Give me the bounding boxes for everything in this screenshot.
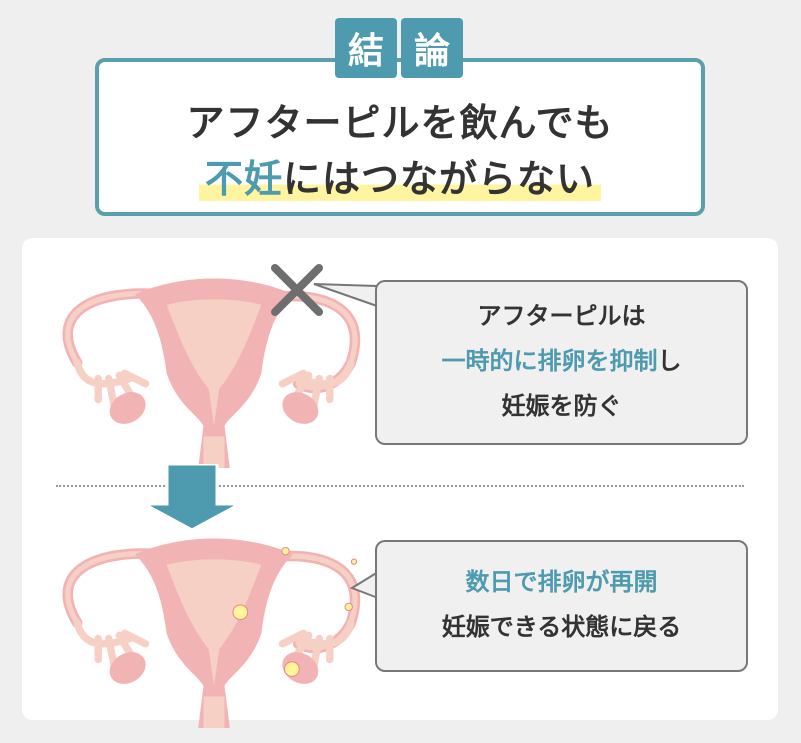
- down-arrow-icon: [143, 464, 241, 532]
- bubble-pointer-top: [313, 283, 378, 307]
- egg-icon: [350, 558, 358, 565]
- cross-mark-icon: [271, 264, 323, 316]
- dotted-divider: [56, 485, 744, 487]
- speech-bubble-top: アフターピルは 一時的に排卵を抑制し 妊娠を防ぐ: [375, 280, 748, 445]
- bubble-top-line-2-rest: し: [657, 347, 682, 375]
- content-card: アフターピルは 一時的に排卵を抑制し 妊娠を防ぐ 数日で排卵が再開 妊娠できる状…: [22, 238, 778, 720]
- title-line-1: アフターピルを飲んでも: [186, 101, 614, 145]
- egg-icon: [232, 604, 249, 621]
- bubble-top-line-1: アフターピルは: [477, 302, 646, 330]
- title-accent: 不妊: [204, 157, 283, 201]
- bubble-top-line-3: 妊娠を防ぐ: [501, 392, 622, 420]
- egg-icon: [283, 661, 300, 677]
- bubble-bottom-line-1: 数日で排卵が再開: [465, 568, 658, 596]
- title-line-2: 不妊にはつながらない: [99, 148, 701, 203]
- title-box: アフターピルを飲んでも 不妊にはつながらない: [95, 58, 705, 216]
- conclusion-tab-2: 論: [401, 18, 463, 78]
- bubble-pointer-bottom: [350, 571, 379, 599]
- bubble-top-line-2: 一時的に排卵を抑制し: [377, 339, 746, 384]
- egg-icon: [344, 602, 353, 612]
- speech-bubble-bottom: 数日で排卵が再開 妊娠できる状態に戻る: [375, 540, 748, 672]
- bubble-top-accent: 一時的に排卵を抑制: [441, 347, 658, 375]
- uterus-illustration-bottom: [34, 528, 394, 728]
- bubble-bottom-line-2: 妊娠できる状態に戻る: [441, 613, 682, 641]
- conclusion-tab-1: 結: [335, 18, 397, 78]
- title-rest: にはつながらない: [283, 157, 596, 201]
- egg-icon: [281, 546, 290, 556]
